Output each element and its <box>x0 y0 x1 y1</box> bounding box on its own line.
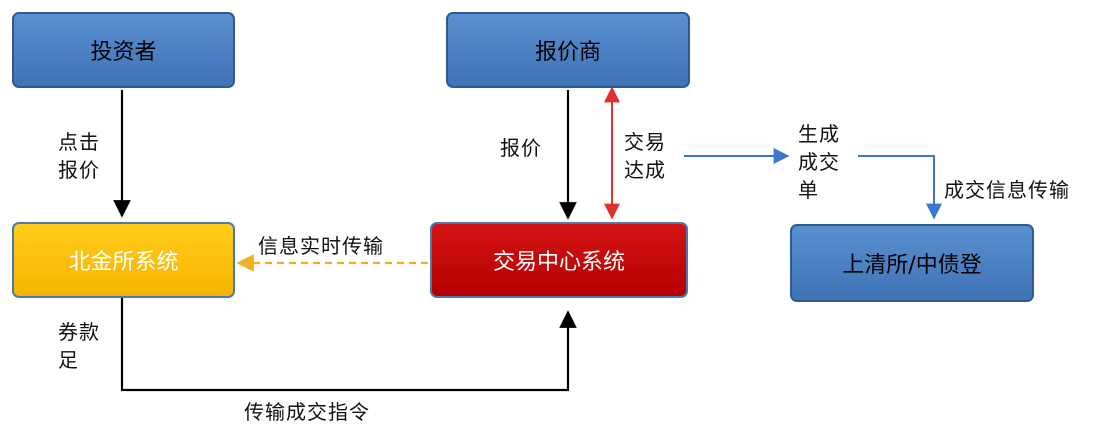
node-quoter: 报价商 <box>446 12 690 88</box>
node-investor-label: 投资者 <box>90 40 157 65</box>
node-quoter-label: 报价商 <box>534 40 601 65</box>
label-generate-trade-ticket: 生成 成交 单 <box>798 122 840 202</box>
label-click-quote: 点击 报价 <box>58 130 100 182</box>
label-trade-concluded: 交易 达成 <box>624 130 666 182</box>
label-transmit-trade-instruction: 传输成交指令 <box>244 400 370 424</box>
label-bonds-funds-sufficient: 券款 足 <box>58 320 100 372</box>
label-realtime-info-transfer: 信息实时传输 <box>258 234 384 258</box>
node-clearing: 上清所/中债登 <box>790 224 1034 302</box>
arrow-to-clearing <box>858 155 942 220</box>
node-bjex-system-label: 北金所系统 <box>68 250 179 275</box>
label-trade-info-transfer: 成交信息传输 <box>944 178 1070 202</box>
node-trading-center-system: 交易中心系统 <box>430 222 688 298</box>
node-investor: 投资者 <box>12 12 235 88</box>
node-clearing-label: 上清所/中债登 <box>842 253 982 278</box>
node-bjex-system: 北金所系统 <box>12 222 235 298</box>
label-quote: 报价 <box>500 136 542 160</box>
node-trading-center-system-label: 交易中心系统 <box>492 250 625 275</box>
arrow-transmit-trade-instruction <box>120 298 577 392</box>
